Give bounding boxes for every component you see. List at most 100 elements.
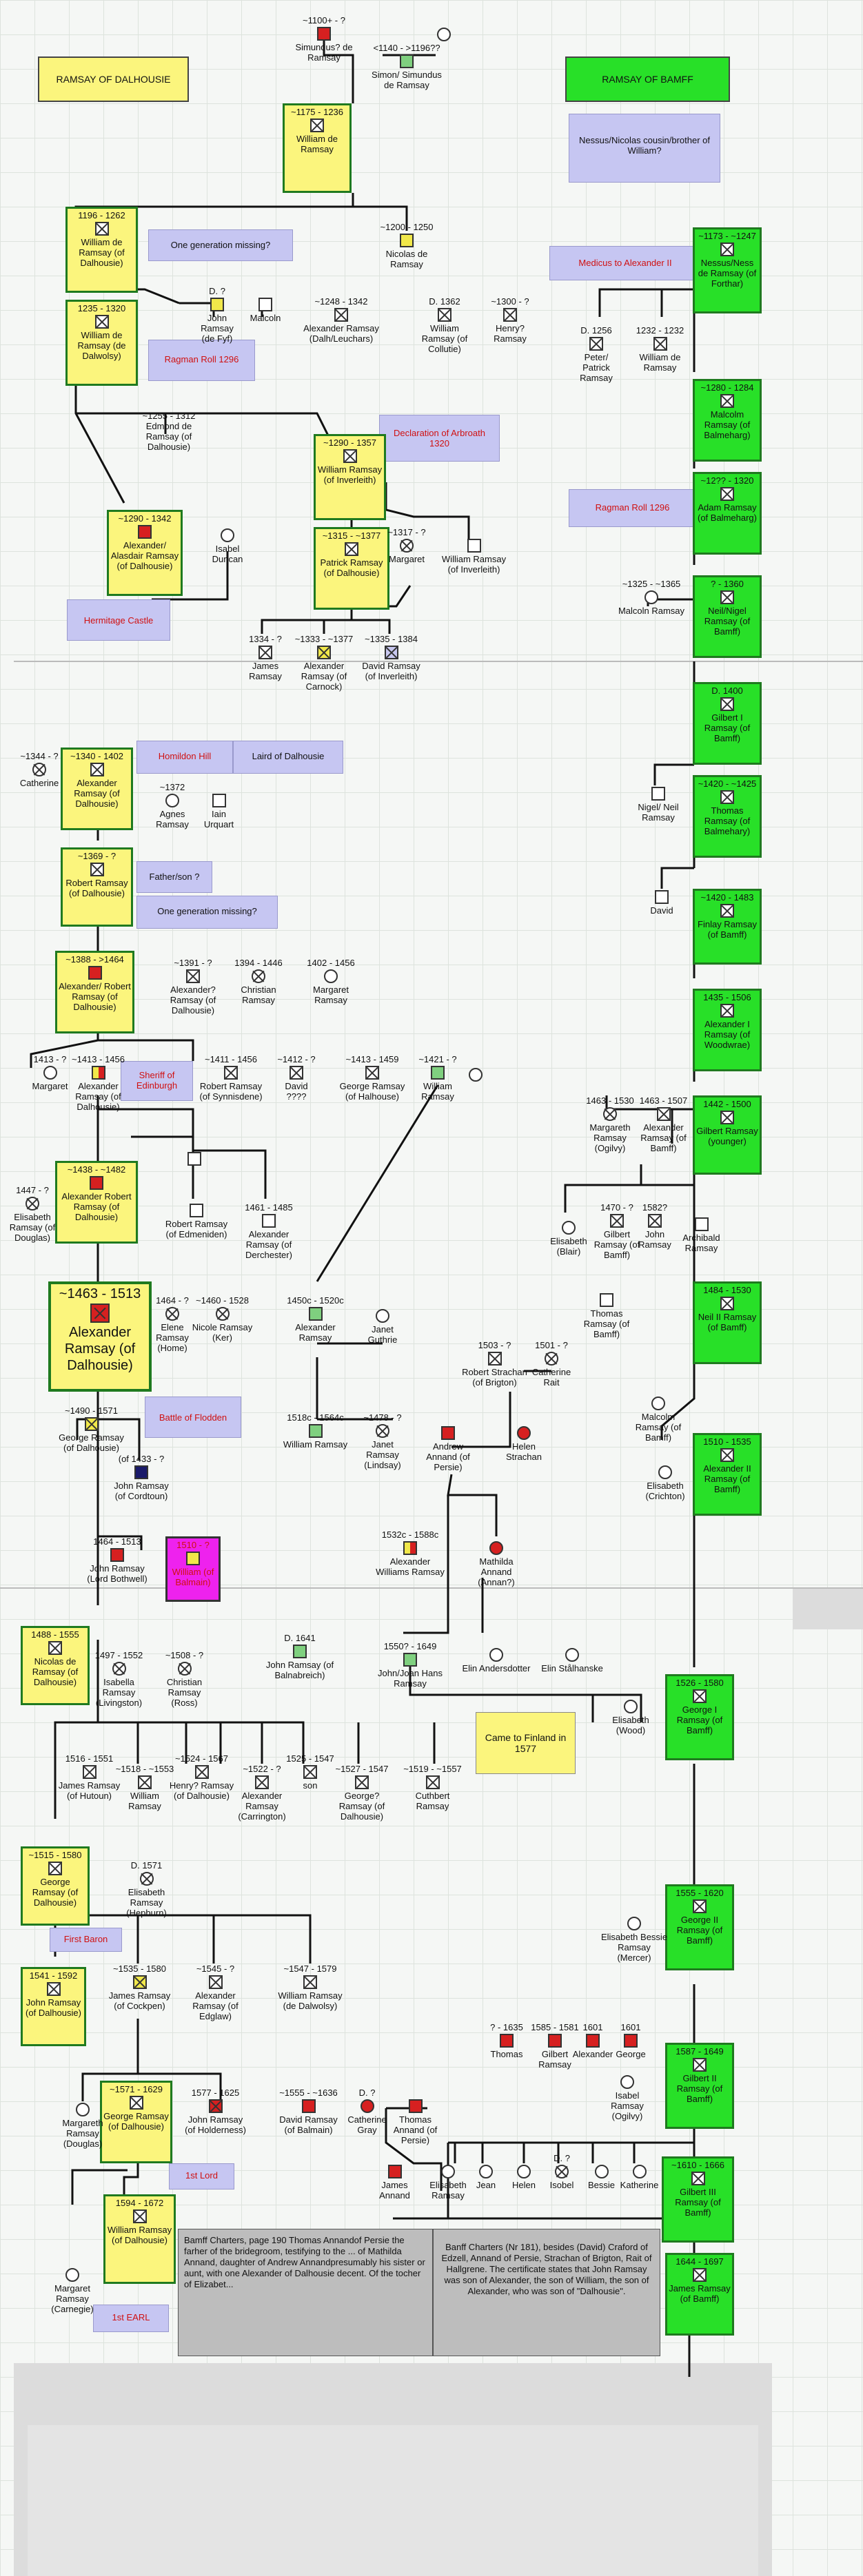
- person-winverl2[interactable]: William Ramsay (of Inverleith): [441, 537, 507, 575]
- person-elisabethcr[interactable]: Elisabeth (Crichton): [638, 1464, 693, 1501]
- person-william4[interactable]: ~1421 - ?William Ramsay: [414, 1054, 462, 1102]
- person-margaret1[interactable]: ~1317 - ?Margaret: [383, 527, 431, 564]
- person-elin2[interactable]: Elin Stålhanske: [541, 1647, 603, 1673]
- person-cathrait[interactable]: 1501 - ?Catherine Rait: [524, 1340, 579, 1388]
- person-iain[interactable]: Iain Urquart: [196, 792, 241, 830]
- person-margaret3[interactable]: 1413 - ?Margaret: [28, 1054, 72, 1091]
- person-elin1[interactable]: Elin Andersdotter: [462, 1647, 531, 1673]
- person-isabel[interactable]: Isabel Duncan: [203, 527, 252, 564]
- person-isobel[interactable]: D. ?Isobel: [545, 2153, 579, 2190]
- person-malcolmbamff[interactable]: Malcolm Ramsay (of Bamff): [631, 1395, 686, 1443]
- person-andrewannand[interactable]: Andrew Annand (of Persie): [417, 1425, 479, 1472]
- person-janetlind[interactable]: ~1478 - ?Janet Ramsay (Lindsay): [358, 1412, 407, 1470]
- person-elisabeth2[interactable]: Elisabeth Ramsay: [424, 2163, 472, 2201]
- person-jamesann[interactable]: James Annand: [372, 2163, 417, 2201]
- person-elisbessie[interactable]: Elisabeth Bessie Ramsay (Mercer): [600, 1915, 669, 1963]
- person-david3[interactable]: David: [648, 889, 676, 916]
- person-robert1[interactable]: ~1369 - ?Robert Ramsay (of Dalhousie): [61, 847, 133, 927]
- person-alexedg[interactable]: ~1545 - ?Alexander Ramsay (of Edglaw): [183, 1964, 248, 2021]
- person-mathilda[interactable]: Mathilda Annand (Annan?): [469, 1540, 524, 1587]
- person-janetg[interactable]: Janet Guthrie: [358, 1308, 407, 1345]
- person-simon[interactable]: <1140 - >1196??Simon/ Simundus de Ramsay: [369, 43, 445, 90]
- person-james1[interactable]: 1334 - ?James Ramsay: [245, 634, 286, 681]
- person-margdoug[interactable]: Margareth Ramsay (Douglas): [55, 2101, 110, 2149]
- person-johnfyf[interactable]: D. ?John Ramsay (de Fyf): [193, 286, 241, 344]
- person-thomasann[interactable]: Thomas Annand (of Persie): [389, 2098, 441, 2145]
- person-nigel[interactable]: Nigel/ Neil Ramsay: [638, 785, 679, 823]
- person-jean[interactable]: Jean: [469, 2163, 503, 2190]
- person-johncord[interactable]: (of 1433 - ?John Ramsay (of Cordtoun): [110, 1454, 172, 1501]
- person-bessie[interactable]: Bessie: [582, 2163, 620, 2190]
- person-isabelogil[interactable]: Isabel Ramsay (Ogilvy): [600, 2074, 655, 2121]
- person-helen[interactable]: Helen Strachan: [496, 1425, 551, 1462]
- person-christian2[interactable]: ~1508 - ?Christian Ramsay (Ross): [155, 1650, 214, 1708]
- person-robedm[interactable]: Robert Ramsay (of Edmeniden): [162, 1202, 231, 1239]
- person-elisabeth1[interactable]: 1447 - ?Elisabeth Ramsay (of Douglas): [8, 1185, 57, 1243]
- person-malcolm1[interactable]: Malcoln: [241, 296, 290, 323]
- person-elisblair[interactable]: Elisabeth (Blair): [545, 1219, 593, 1257]
- person-simundus[interactable]: ~1100+ - ?Simundus? de Ramsay: [290, 15, 358, 63]
- person-cathgray[interactable]: D. ?Catherine Gray: [341, 2088, 393, 2135]
- person-wbalmain[interactable]: 1510 - ?William (of Balmain): [165, 1536, 221, 1602]
- person-johnram[interactable]: 1582?John Ramsay: [634, 1202, 676, 1250]
- person-david2[interactable]: ~1412 - ?David ????: [276, 1054, 317, 1102]
- person-alexcarr[interactable]: ~1522 - ?Alexander Ramsay (Carrington): [227, 1764, 296, 1822]
- person-elisabethwood[interactable]: Elisabeth (Wood): [603, 1698, 658, 1735]
- person-catherine1[interactable]: ~1344 - ?Catherine: [15, 751, 63, 788]
- person-katherine[interactable]: Katherine: [617, 2163, 662, 2190]
- person-margcarn[interactable]: Margaret Ramsay (Carnegie): [41, 2267, 103, 2314]
- person-elene[interactable]: 1464 - ?Elene Ramsay (Home): [152, 1295, 193, 1353]
